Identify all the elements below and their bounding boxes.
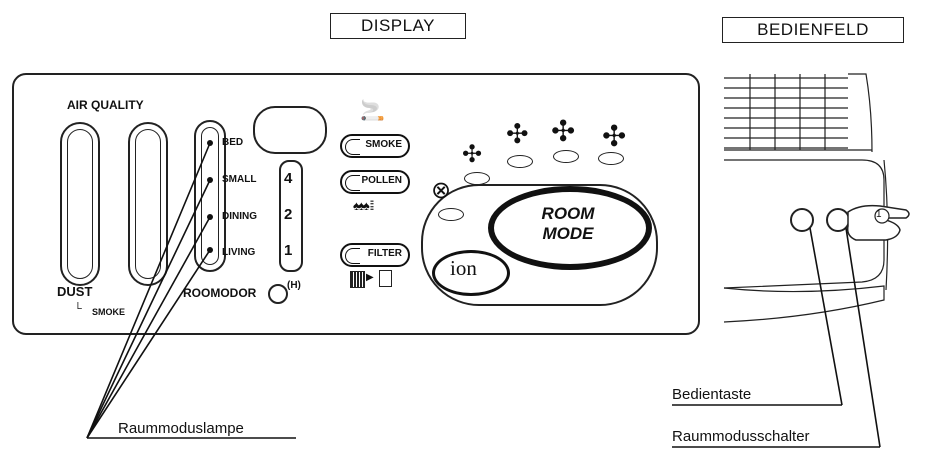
fan-speed-3-icon: ✣ xyxy=(551,116,576,148)
smoke-button[interactable]: SMOKE xyxy=(340,134,410,158)
pollen-button-label: POLLEN xyxy=(361,175,402,186)
ion-swirl-icon: ⊗ xyxy=(431,177,452,204)
hour-mark: (H) xyxy=(287,280,301,291)
bedienfeld-header: BEDIENFELD xyxy=(722,17,904,43)
filter-arrow-icon: ▶ xyxy=(366,272,374,283)
fan-level-1-lamp xyxy=(464,172,490,185)
roomodor-label: ROOMODOR xyxy=(183,286,257,300)
pollen-icon: ♠♠♠ ⁞⁞ xyxy=(353,198,375,213)
room-mode-label: ROOM MODE xyxy=(523,204,613,244)
filter-button[interactable]: FILTER xyxy=(340,243,410,267)
room-mode-label-room: ROOM xyxy=(541,204,595,223)
room-lamp-callout: Raummoduslampe xyxy=(118,420,244,437)
room-mode-label-mode: MODE xyxy=(542,224,594,243)
room-mode-button[interactable] xyxy=(488,186,652,270)
room-label-dining: DINING xyxy=(222,211,257,222)
fan-level-4-lamp xyxy=(598,152,624,165)
filter-clean-icon xyxy=(379,270,392,287)
number-column xyxy=(279,160,303,272)
room-number-2: 2 xyxy=(284,206,293,223)
display-header: DISPLAY xyxy=(330,13,466,39)
fan-level-3-lamp xyxy=(553,150,579,163)
filter-dirty-icon xyxy=(350,271,365,288)
button-number-marker: 1 xyxy=(876,209,882,220)
room-mode-outer xyxy=(421,184,658,306)
air-quality-label: AIR QUALITY xyxy=(67,98,144,112)
room-mode-switch-button xyxy=(826,208,850,232)
fan-speed-4-icon: ✣ xyxy=(602,121,627,153)
smoke-button-label: SMOKE xyxy=(365,139,402,150)
ion-label: ion xyxy=(450,256,477,280)
room-label-bed: BED xyxy=(222,137,244,148)
control-key-callout: Bedientaste xyxy=(672,386,752,403)
room-label-living: LIVING xyxy=(222,247,256,258)
fan-speed-2-icon: ✣ xyxy=(506,119,529,149)
smoke-cigarette-icon: 🚬 xyxy=(360,100,385,122)
room-label-small: SMALL xyxy=(222,174,257,185)
hand-icon xyxy=(846,204,910,241)
fan-level-0-lamp xyxy=(438,208,464,221)
smoke-indicator-tube xyxy=(128,122,168,286)
dust-label: DUST xyxy=(57,284,93,299)
room-switch-callout: Raummodusschalter xyxy=(672,428,810,445)
dust-indicator-tube xyxy=(60,122,100,286)
timer-display-window xyxy=(253,106,327,154)
pollen-button[interactable]: POLLEN xyxy=(340,170,410,194)
room-number-4: 4 xyxy=(284,170,293,187)
ion-button[interactable] xyxy=(432,250,510,296)
fan-level-2-lamp xyxy=(507,155,533,168)
room-number-1: 1 xyxy=(284,242,293,259)
timer-clock-icon xyxy=(268,284,288,304)
smoke-bracket: └ xyxy=(74,303,82,315)
smoke-sub-label: SMOKE xyxy=(92,307,126,317)
fan-speed-1-icon: ✣ xyxy=(462,141,483,168)
filter-button-label: FILTER xyxy=(367,248,402,259)
control-key-button xyxy=(790,208,814,232)
